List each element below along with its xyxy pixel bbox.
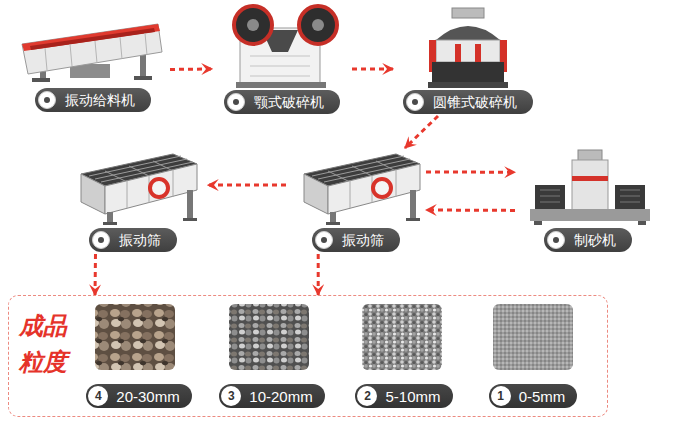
flow-arrow <box>317 254 320 295</box>
flow-arrow <box>426 170 515 173</box>
product-card: 2 5-10mm <box>344 304 464 410</box>
size-pill: 3 10-20mm <box>219 384 324 408</box>
cone-dome <box>436 26 500 40</box>
bullet-icon <box>92 231 110 249</box>
sand-maker-foot <box>534 221 542 225</box>
jaw-flywheel-hub <box>312 19 324 31</box>
product-photo <box>362 304 442 370</box>
machine-box: 颚式破碎机 <box>212 4 352 116</box>
feeder-spring <box>134 76 152 80</box>
jaw-flywheel <box>299 6 337 44</box>
machine-name: 颚式破碎机 <box>254 95 324 109</box>
jaw-rib <box>250 56 310 76</box>
size-pill: 1 0-5mm <box>489 384 578 408</box>
flow-arrow <box>208 184 286 187</box>
machine-name: 圆锥式破碎机 <box>433 95 517 109</box>
callout-number: 4 <box>95 390 102 402</box>
bullet-icon <box>38 91 56 109</box>
feeder-illustration <box>22 24 162 82</box>
callout-number: 1 <box>497 390 504 402</box>
product-photo <box>229 304 309 370</box>
screen-illustration <box>81 154 197 225</box>
size-range: 0-5mm <box>519 389 566 404</box>
flow-arrow <box>170 67 212 71</box>
jaw-flywheel-hub <box>247 19 259 31</box>
jaw-base <box>236 82 326 88</box>
machine-box: 制砂机 <box>515 145 660 254</box>
bullet-icon <box>547 231 565 249</box>
number-badge: 3 <box>221 386 241 406</box>
sand-maker-body <box>572 160 608 210</box>
bullet-icon <box>315 231 333 249</box>
bullet-icon <box>227 93 245 111</box>
machine-name: 振动筛 <box>342 233 384 247</box>
machine-box: 振动给料机 <box>15 8 170 114</box>
number-badge: 1 <box>491 386 511 406</box>
cone-body <box>436 40 500 62</box>
flow-arrow <box>352 67 393 70</box>
sand-maker-frame <box>530 209 650 221</box>
product-card: 4 20-30mm <box>79 304 199 410</box>
cone-base <box>432 62 504 82</box>
cone-hopper <box>452 8 484 18</box>
flow-arrow <box>405 116 438 148</box>
label-pill: 振动给料机 <box>35 88 151 112</box>
product-region: 成品 粒度 4 20-30mm 3 10-20mm 2 5-10mm 1 0-5mm <box>8 295 608 417</box>
size-range: 20-30mm <box>116 389 179 404</box>
screen-illustration <box>304 154 420 225</box>
label-pill: 制砂机 <box>544 228 632 252</box>
number-badge: 2 <box>357 386 377 406</box>
jaw-flywheel <box>234 6 272 44</box>
feeder-rib <box>45 33 147 70</box>
sand-maker-foot <box>638 221 646 225</box>
feeder-trough-rim <box>22 24 160 51</box>
size-range: 10-20mm <box>249 389 312 404</box>
callout-number: 3 <box>228 390 235 402</box>
machine-box: 振动筛 <box>58 148 208 254</box>
label-pill: 振动筛 <box>89 228 177 252</box>
size-range: 5-10mm <box>385 389 440 404</box>
size-pill: 2 5-10mm <box>355 384 452 408</box>
cone-foot <box>428 82 508 88</box>
region-title: 成品 粒度 <box>19 308 74 380</box>
feeder-trough <box>30 28 155 50</box>
jaw-crusher-illustration <box>234 6 337 88</box>
product-photo <box>493 304 573 370</box>
product-photo <box>95 304 175 370</box>
machine-box: 振动筛 <box>286 148 426 254</box>
callout-number: 2 <box>364 390 371 402</box>
label-pill: 振动筛 <box>312 228 400 252</box>
size-pill: 4 20-30mm <box>86 384 191 408</box>
label-pill: 颚式破碎机 <box>224 90 340 114</box>
bullet-icon <box>406 93 424 111</box>
feeder-spring <box>32 78 50 82</box>
cone-crusher-illustration <box>428 8 508 88</box>
flow-arrow <box>426 209 515 212</box>
machine-name: 制砂机 <box>574 233 616 247</box>
sand-maker-motor <box>615 185 645 209</box>
motor-fins <box>540 190 640 202</box>
flow-arrow <box>94 254 98 295</box>
feeder-body <box>22 24 162 74</box>
number-badge: 4 <box>88 386 108 406</box>
sand-maker-band <box>572 176 608 181</box>
machine-box: 圆锥式破碎机 <box>393 4 543 116</box>
label-pill: 圆锥式破碎机 <box>403 90 533 114</box>
machine-name: 振动筛 <box>119 233 161 247</box>
product-card: 1 0-5mm <box>473 304 593 410</box>
machine-name: 振动给料机 <box>65 93 135 107</box>
sand-maker-illustration <box>530 150 650 225</box>
product-card: 3 10-20mm <box>212 304 332 410</box>
sand-maker-motor <box>535 185 565 209</box>
